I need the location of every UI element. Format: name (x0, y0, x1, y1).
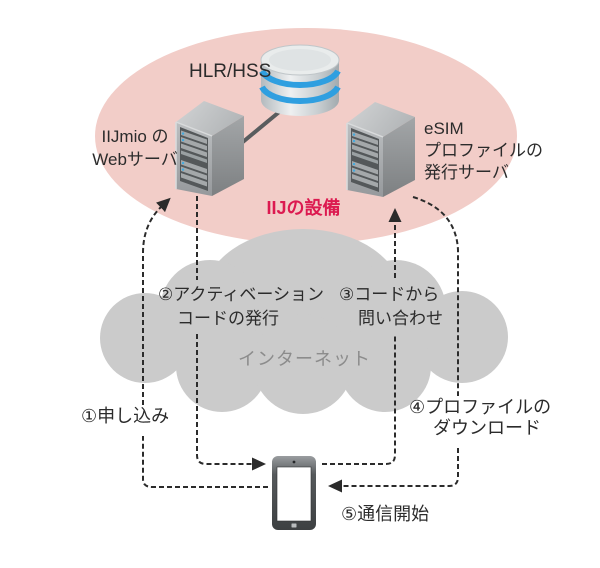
label-step2-line2: コードの発行 (177, 309, 279, 328)
label-step3-code-inquiry: ③コードから 問い合わせ (339, 283, 443, 331)
arrow-step1-apply (142, 206, 268, 488)
database-icon (259, 44, 341, 116)
db-server-connector (236, 106, 286, 148)
label-web-server: IIJmio の Webサーバ (53, 125, 217, 171)
label-step4-line2: ダウンロード (433, 418, 541, 438)
flow-arrows (142, 196, 459, 488)
label-step3-line2: 問い合わせ (358, 309, 443, 328)
smartphone-icon (272, 456, 316, 530)
label-esim-server-line1: eSIM (424, 119, 464, 138)
label-step3-line1: ③コードから (339, 285, 440, 304)
arrow-step4-profile-download (340, 196, 459, 486)
label-web-server-line2: Webサーバ (92, 150, 178, 169)
label-esim-server-line3: 発行サーバ (424, 163, 509, 182)
label-esim-server: eSIM プロファイルの 発行サーバ (424, 118, 543, 184)
label-step4-line1: ④プロファイルの (409, 397, 552, 417)
label-step5-start-communication: ⑤通信開始 (341, 504, 430, 524)
label-internet: インターネット (238, 349, 371, 369)
esim-server-icon (346, 101, 416, 198)
internet-cloud (100, 229, 508, 414)
arrow-step3-code-inquiry (322, 220, 395, 465)
label-web-server-line1: IIJmio の (101, 127, 169, 146)
label-esim-server-line2: プロファイルの (424, 141, 543, 160)
label-iij-zone: IIJの設備 (266, 198, 341, 218)
label-step2-line1: ②アクティベーション (158, 285, 325, 304)
label-step2-activation-code: ②アクティベーション コードの発行 (158, 283, 324, 331)
label-hlr-hss: HLR/HSS (189, 61, 272, 82)
label-step4-profile-download: ④プロファイルの ダウンロード (409, 397, 551, 439)
arrow-step2-activation-code (196, 196, 254, 464)
label-step1-apply: ①申し込み (81, 406, 170, 426)
